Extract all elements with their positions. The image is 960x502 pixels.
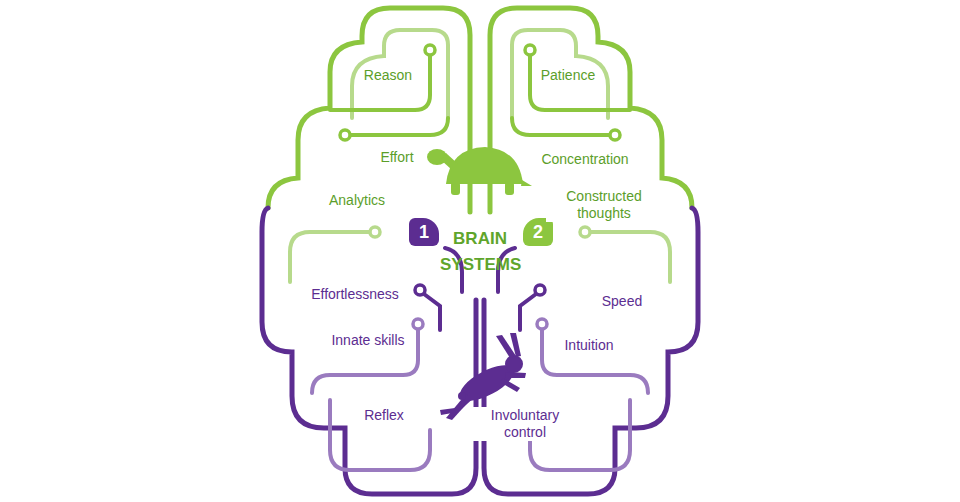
trait-label: Innate skills: [328, 332, 407, 349]
system-number-tab: 2: [523, 218, 553, 246]
trait-label: Constructed thoughts: [546, 188, 662, 222]
trait-label: Involuntary control: [472, 407, 578, 441]
trait-label: Effort: [377, 149, 416, 166]
trait-label: Reason: [361, 67, 415, 84]
system-number: 1: [419, 222, 429, 242]
trait-label: Effortlessness: [308, 286, 402, 303]
system-number-tab: 1: [409, 218, 439, 246]
trait-label: Speed: [599, 293, 645, 310]
trait-label: Intuition: [561, 337, 616, 354]
trait-label: Concentration: [538, 151, 631, 168]
left-hemisphere: [262, 8, 476, 494]
diagram-title: BRAIN SYSTEMS: [440, 226, 520, 278]
system-number: 2: [533, 222, 543, 242]
trait-label: Patience: [538, 67, 598, 84]
tortoise-icon: [427, 147, 532, 195]
trait-label: Analytics: [326, 192, 388, 209]
trait-label: Reflex: [361, 407, 407, 424]
